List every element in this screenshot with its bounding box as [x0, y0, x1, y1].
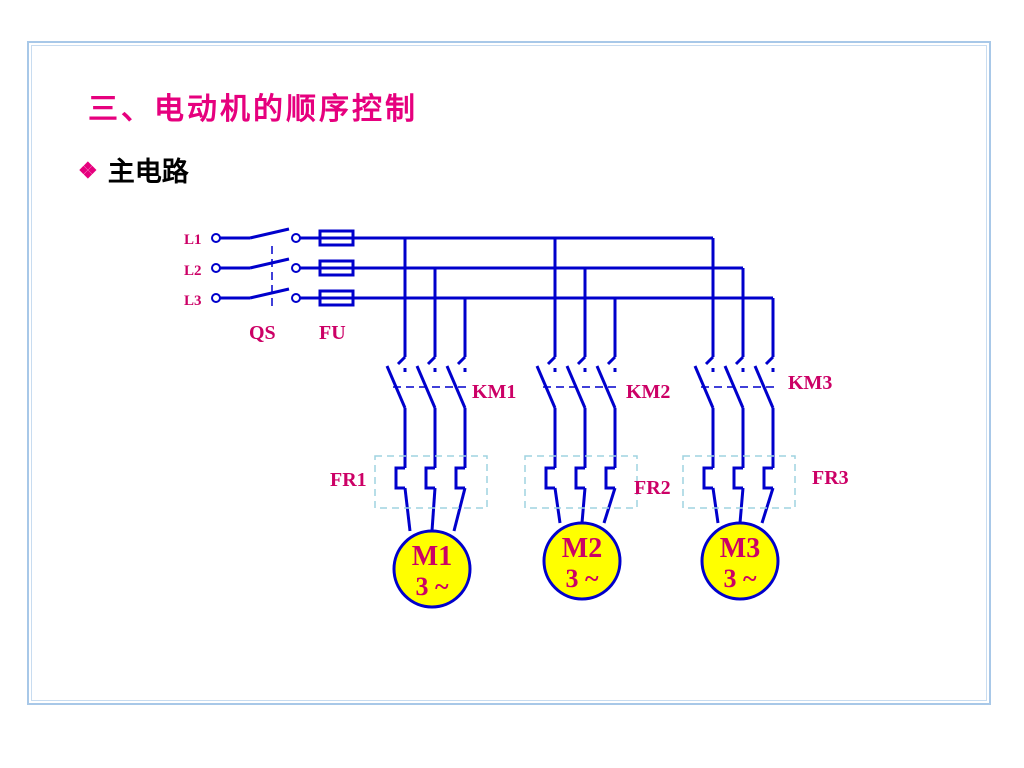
- fr-heater: [394, 466, 405, 490]
- relay-label-fr2: FR2: [634, 477, 671, 499]
- mechanical-links: [271, 246, 775, 388]
- switch-label: QS: [249, 322, 276, 344]
- km-contact-hook: [546, 355, 557, 366]
- contactor-label-km3: KM3: [788, 372, 832, 394]
- motor-lead: [430, 487, 437, 532]
- km-contact-hook: [426, 355, 437, 366]
- motor-2-spec: 3 ~: [565, 564, 599, 593]
- km-contact-blade: [445, 365, 467, 409]
- motor-3-name: M3: [720, 533, 760, 564]
- motor-lead: [452, 487, 467, 532]
- km-contact-hook: [456, 355, 467, 366]
- km-contact-blade: [753, 365, 775, 409]
- qs-blade: [249, 287, 290, 300]
- terminal-l1: [211, 233, 221, 243]
- motor-lead: [738, 487, 745, 524]
- fr-heater: [702, 466, 713, 490]
- fr-heater: [732, 466, 743, 490]
- fr-heater: [544, 466, 555, 490]
- slide-frame: [27, 41, 991, 705]
- motor-2-body: [542, 521, 622, 601]
- motor-lead: [602, 487, 617, 524]
- bullet-text: 主电路: [107, 157, 189, 188]
- relay-label-fr1: FR1: [330, 469, 367, 491]
- terminal-l3: [211, 293, 221, 303]
- fr-heater: [604, 466, 615, 490]
- fr3-enclosure: [682, 455, 796, 509]
- contactor-label-km1: KM1: [472, 381, 516, 403]
- slide-title: 三、电动机的顺序控制: [88, 92, 418, 127]
- qs-contact: [291, 233, 301, 243]
- motor-1-name: M1: [412, 541, 452, 572]
- qs-contact: [291, 263, 301, 273]
- motor-lead: [760, 487, 775, 524]
- motor-lead: [403, 487, 412, 532]
- km-contact-blade: [595, 365, 617, 409]
- fr-heater: [454, 466, 465, 490]
- qs-blade: [249, 257, 290, 270]
- circuit-wires: [220, 227, 775, 532]
- slide-frame-inner: [31, 45, 987, 701]
- qs-contact: [291, 293, 301, 303]
- motor-1-spec: 3 ~: [415, 572, 449, 601]
- km-contact-hook: [734, 355, 745, 366]
- fr2-enclosure: [524, 455, 638, 509]
- fr-heater: [424, 466, 435, 490]
- diamond-cluster-icon: ❖: [78, 158, 98, 184]
- motor-2-name: M2: [562, 533, 602, 564]
- phase-label-l2: L2: [184, 263, 202, 279]
- relay-label-fr3: FR3: [812, 467, 849, 489]
- motors: M13 ~M23 ~M33 ~: [392, 521, 780, 609]
- phase-terminals: [211, 233, 301, 303]
- fr-heater: [574, 466, 585, 490]
- overload-relay-boxes: [374, 455, 796, 509]
- km-contact-hook: [764, 355, 775, 366]
- km-contact-hook: [606, 355, 617, 366]
- motor-lead: [711, 487, 720, 524]
- fuse-label: FU: [319, 322, 346, 344]
- bullet-item: ❖ 主电路: [78, 150, 189, 189]
- motor-lead: [580, 487, 587, 524]
- fr-heater: [762, 466, 773, 490]
- contactor-label-km2: KM2: [626, 381, 670, 403]
- phase-label-l1: L1: [184, 232, 202, 248]
- motor-3-spec: 3 ~: [723, 564, 757, 593]
- motor-1-body: [392, 529, 472, 609]
- qs-blade: [249, 227, 290, 240]
- km-contact-hook: [704, 355, 715, 366]
- phase-label-l3: L3: [184, 293, 202, 309]
- terminal-l2: [211, 263, 221, 273]
- motor-3-body: [700, 521, 780, 601]
- fr1-enclosure: [374, 455, 488, 509]
- motor-lead: [553, 487, 562, 524]
- km-contact-hook: [576, 355, 587, 366]
- km-contact-hook: [396, 355, 407, 366]
